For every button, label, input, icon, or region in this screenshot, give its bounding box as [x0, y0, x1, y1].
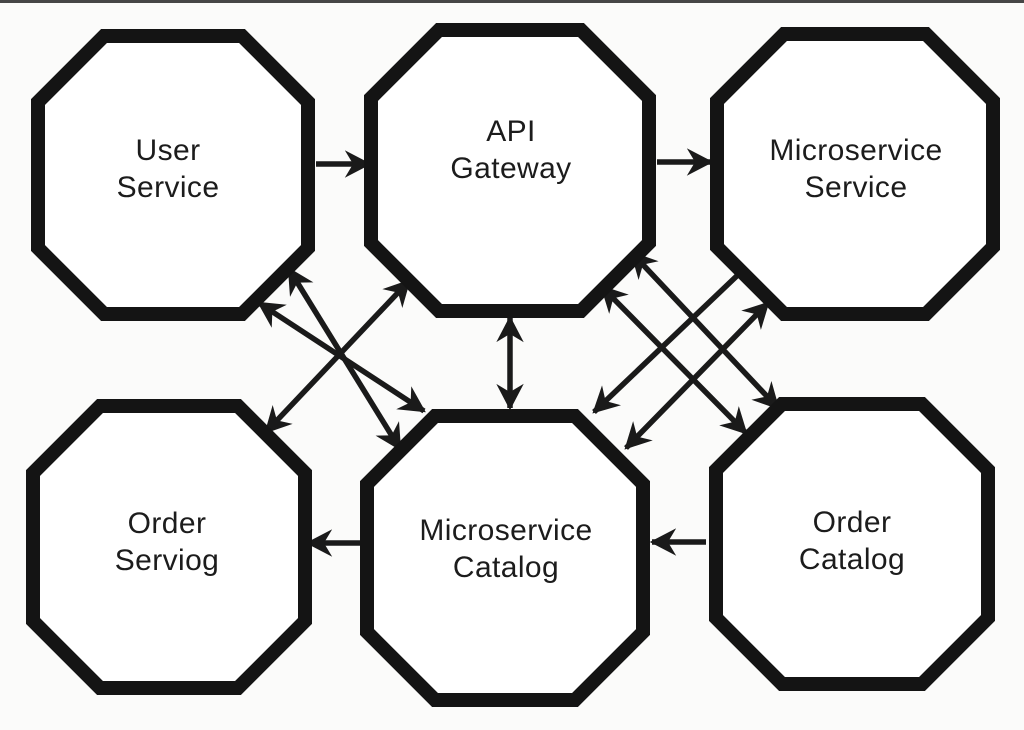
node-microservice-service-shape: [710, 27, 1000, 321]
node-user-service: User Service: [31, 29, 315, 321]
node-layer: User Service API Gateway Microservice Se…: [26, 23, 1000, 707]
node-order-catalog-label-line2: Catalog: [799, 543, 905, 576]
edge-api-gateway-order-catalog-2: [600, 285, 748, 435]
edge-layer: [257, 148, 781, 557]
node-api-gateway-label-line2: Gateway: [450, 152, 571, 185]
node-microservice-service-label-line2: Service: [805, 171, 908, 204]
node-microservice-catalog: Microservice Catalog: [360, 409, 650, 707]
node-order-service-label-line1: Order: [128, 507, 207, 540]
node-microservice-catalog-label-line1: Microservice: [419, 514, 592, 547]
node-order-service-shape: [26, 399, 312, 695]
edge-order-service-api-gateway: [264, 279, 411, 434]
node-order-catalog-label-line1: Order: [813, 506, 892, 539]
node-api-gateway: API Gateway: [364, 23, 656, 318]
top-border-line: [0, 0, 1024, 3]
node-api-gateway-label-line1: API: [486, 115, 536, 148]
edge-user-service-microservice-catalog-2: [286, 267, 403, 451]
node-order-catalog: Order Catalog: [709, 397, 995, 691]
node-user-service-label-line2: Service: [117, 171, 220, 204]
node-api-gateway-shape: [364, 23, 656, 318]
node-microservice-service: Microservice Service: [710, 27, 1000, 321]
edge-gap-microservice-catalog: [592, 269, 744, 414]
node-user-service-label-line1: User: [136, 134, 201, 167]
node-order-service-label-line2: Serviog: [115, 544, 220, 577]
node-microservice-catalog-shape: [360, 409, 650, 707]
node-microservice-service-label-line1: Microservice: [769, 134, 942, 167]
node-microservice-catalog-label-line2: Catalog: [453, 551, 559, 584]
node-order-service: Order Serviog: [26, 399, 312, 695]
node-user-service-shape: [31, 29, 315, 321]
edge-microservice-service-microservice-catalog: [624, 301, 770, 450]
node-order-catalog-shape: [709, 397, 995, 691]
